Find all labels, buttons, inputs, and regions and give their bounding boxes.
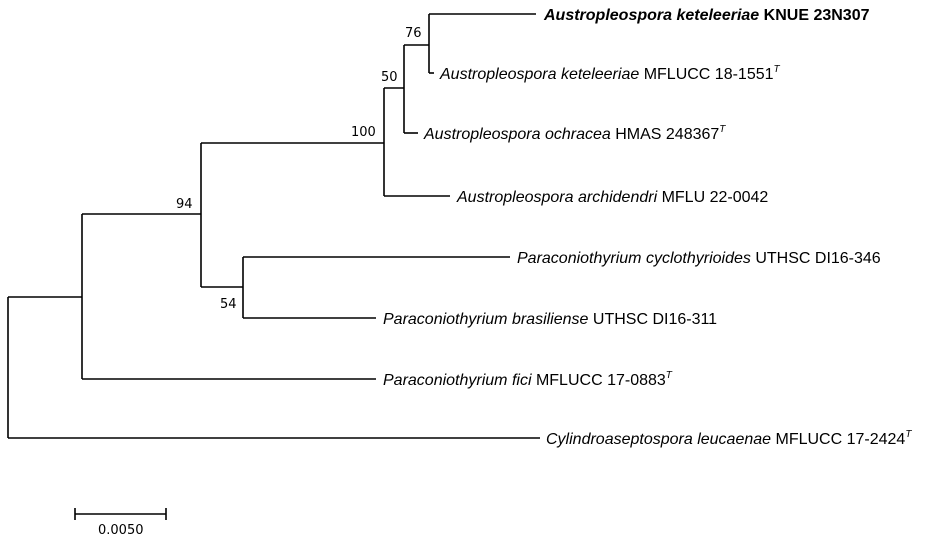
scale-bar-label: 0.0050 (98, 523, 144, 538)
support-value-54: 54 (220, 297, 237, 312)
taxon-label-austropleospora-keteleeriae-mflucc: Austropleospora keteleeriae MFLUCC 18-15… (439, 64, 781, 83)
taxon-label-paraconiothyrium-brasiliense: Paraconiothyrium brasiliense UTHSC DI16-… (383, 311, 717, 328)
taxon-label-austropleospora-keteleeriae-knue: Austropleospora keteleeriae KNUE 23N307 (543, 7, 870, 24)
support-value-100: 100 (351, 125, 376, 140)
support-value-94: 94 (176, 197, 193, 212)
support-value-50: 50 (381, 70, 398, 85)
taxon-label-austropleospora-ochracea: Austropleospora ochracea HMAS 248367T (423, 124, 726, 143)
support-value-76: 76 (405, 26, 422, 41)
taxon-label-paraconiothyrium-fici: Paraconiothyrium fici MFLUCC 17-0883T (383, 370, 673, 389)
taxon-label-cylindroaseptospora-leucaenae: Cylindroaseptospora leucaenae MFLUCC 17-… (546, 429, 912, 448)
taxon-label-paraconiothyrium-cyclothyrioides: Paraconiothyrium cyclothyrioides UTHSC D… (517, 250, 881, 267)
taxon-label-austropleospora-archidendri: Austropleospora archidendri MFLU 22-0042 (456, 189, 768, 206)
